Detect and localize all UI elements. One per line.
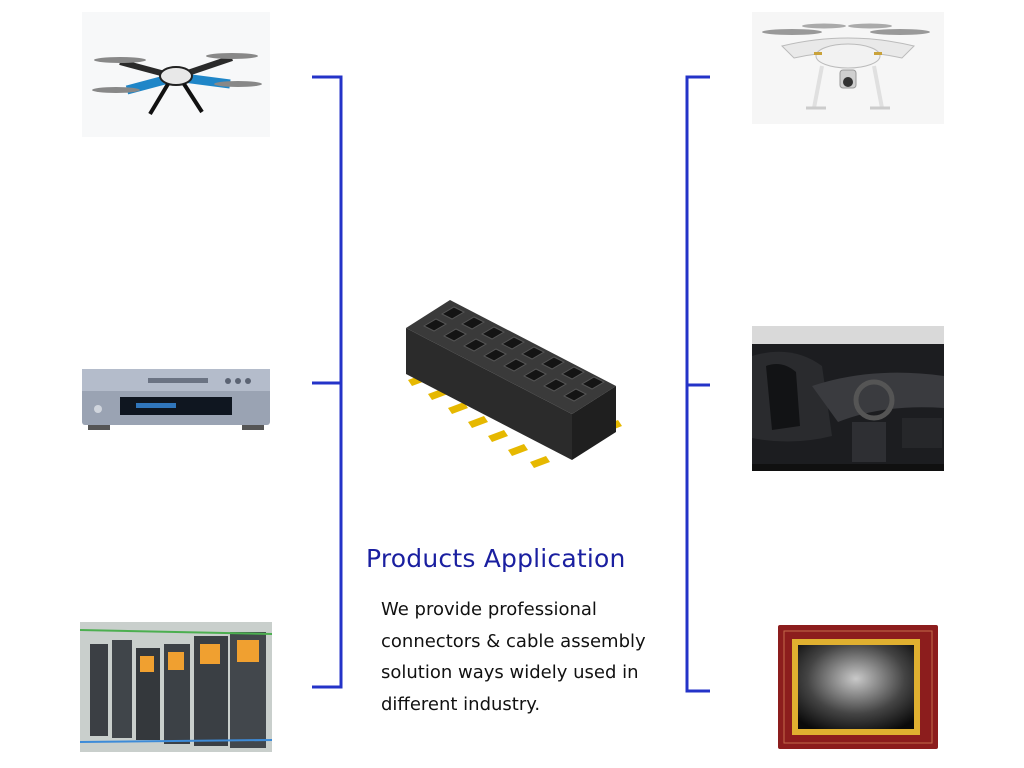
lcd-panel-image [778, 625, 938, 749]
description-line: solution ways widely used in [381, 662, 639, 683]
right-bracket [685, 75, 710, 693]
left-bracket [312, 75, 343, 689]
description-line: We provide professional [381, 599, 597, 620]
section-description: We provide professional connectors & cab… [381, 594, 681, 720]
drone-white-image [752, 12, 944, 124]
description-line: different industry. [381, 693, 541, 715]
inverter-cabinet-image [80, 622, 272, 752]
description-line: connectors & cable assembly [381, 630, 646, 652]
section-heading: Products Application [366, 544, 626, 573]
car-interior-image [752, 326, 944, 471]
drone-blue-image [82, 12, 270, 137]
connector-image [380, 290, 630, 480]
dvd-player-image [80, 365, 272, 433]
